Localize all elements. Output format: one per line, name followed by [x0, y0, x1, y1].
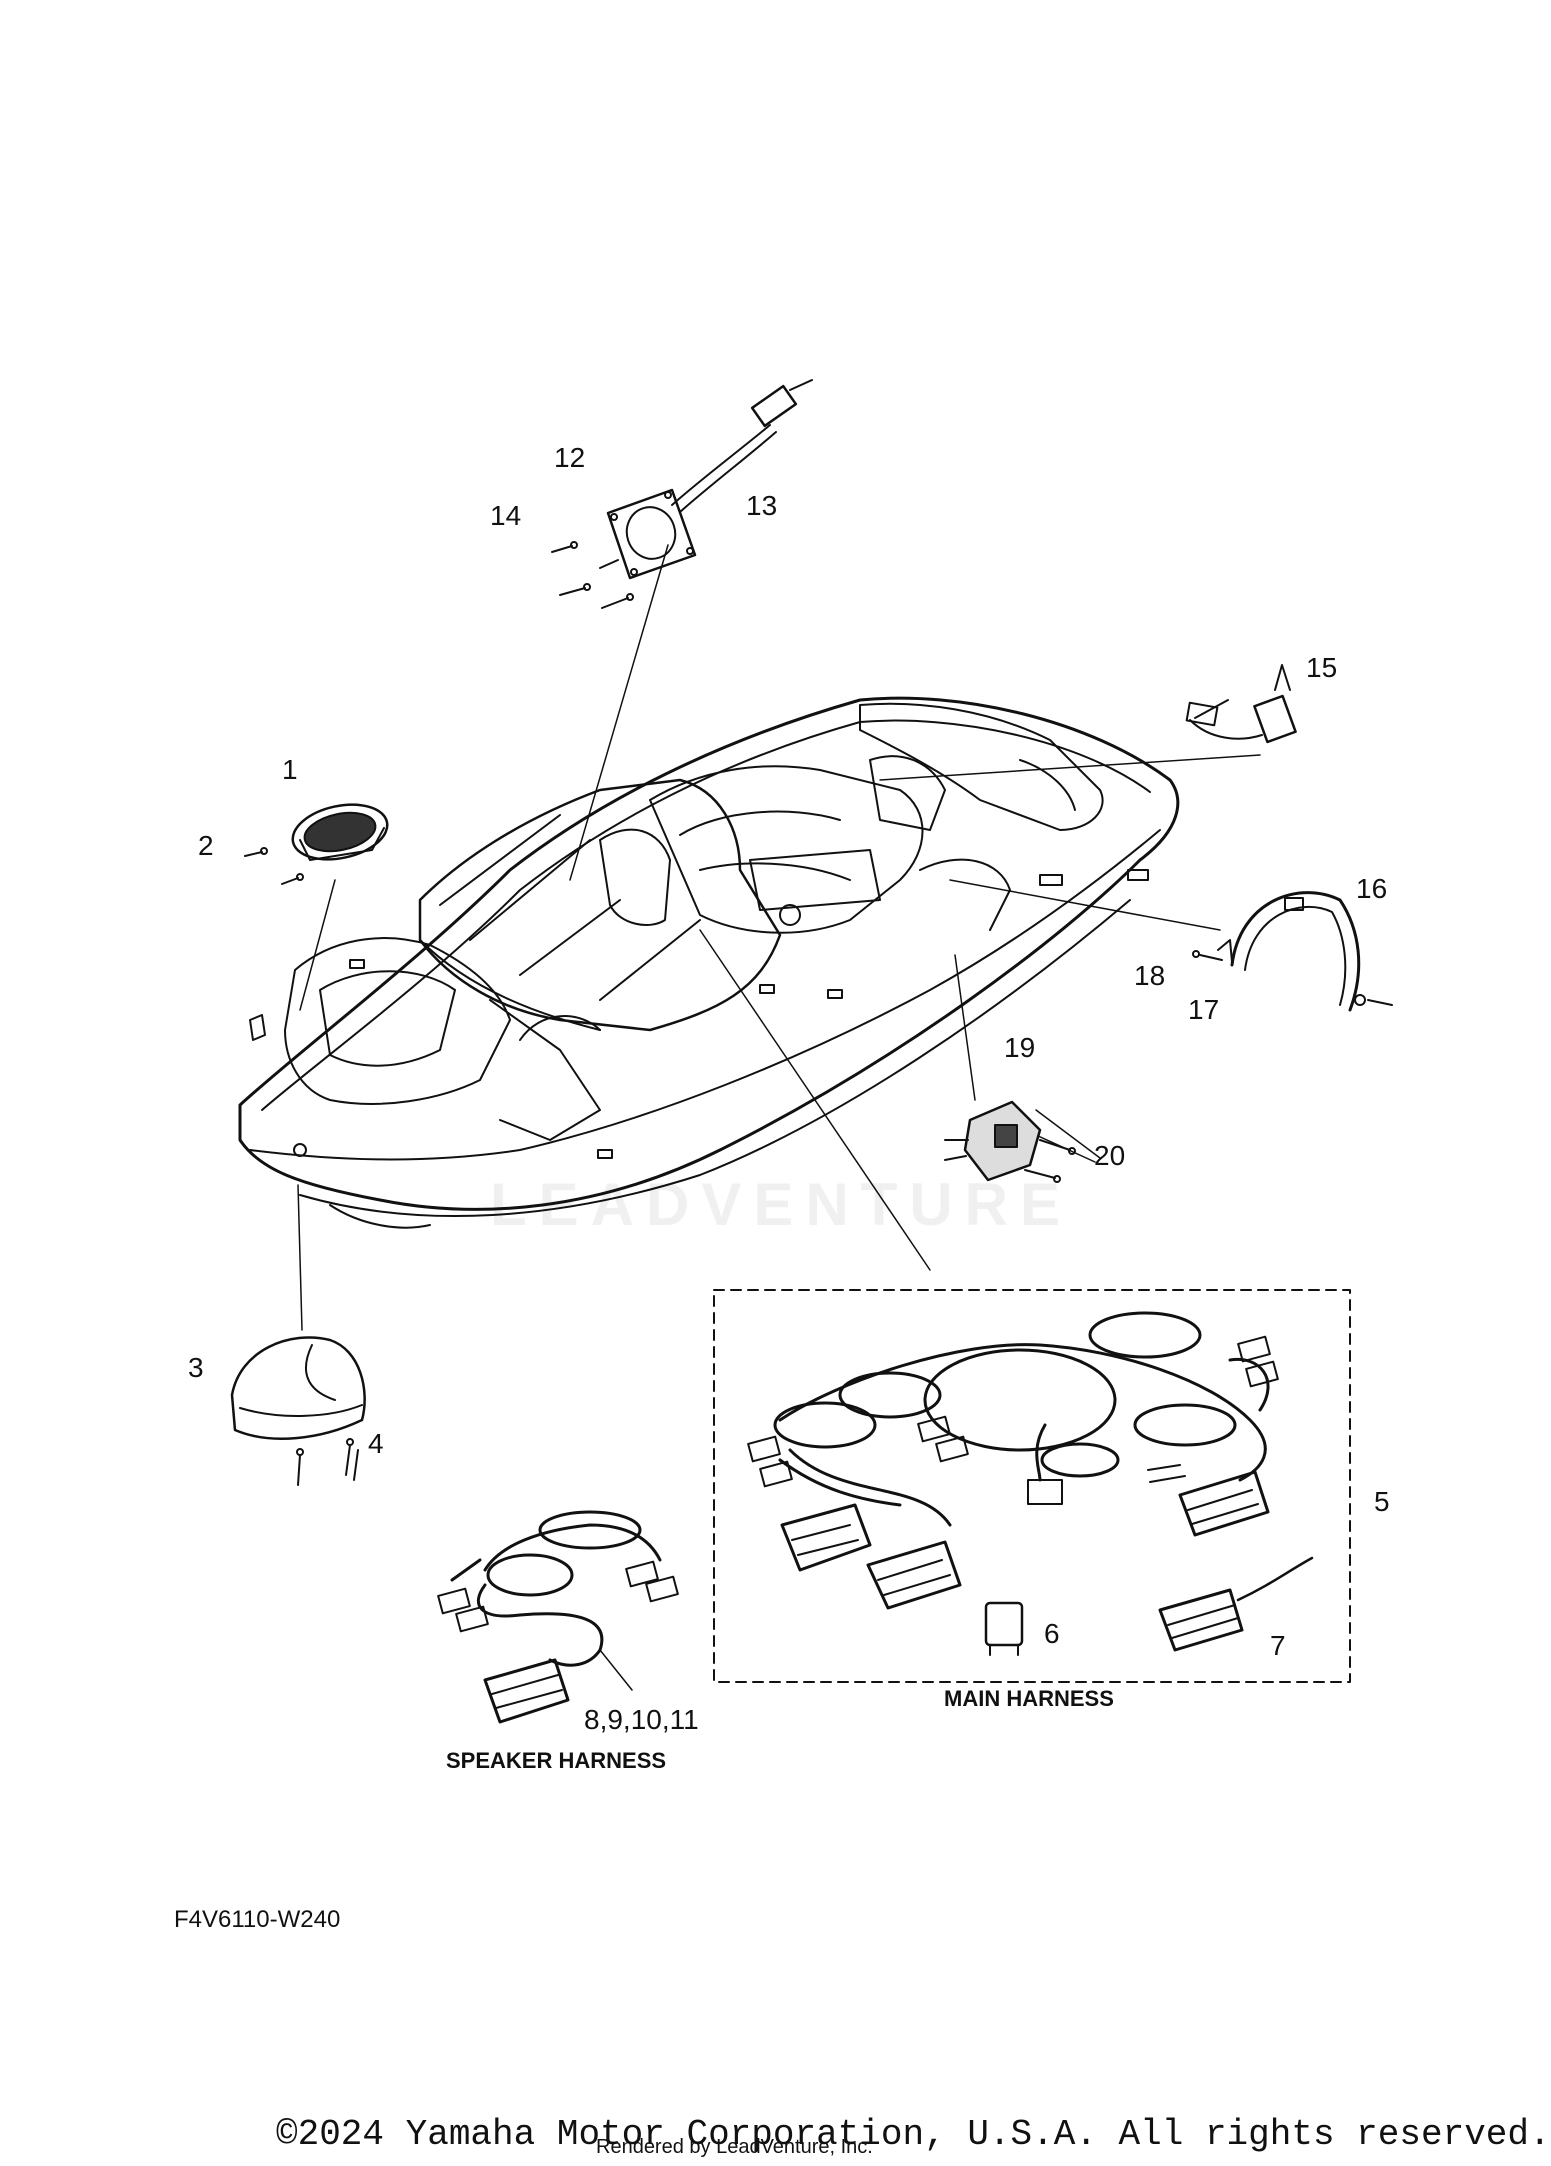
callout-4: 4	[368, 1428, 384, 1459]
callout-13: 13	[746, 490, 778, 521]
speaker-harness-caption: SPEAKER HARNESS	[446, 1748, 667, 1773]
callout-20: 20	[1094, 1140, 1126, 1171]
callout-19: 19	[1004, 1032, 1036, 1063]
callout-16: 16	[1356, 873, 1388, 904]
drawing-code: F4V6110-W240	[174, 1906, 341, 1933]
diagram-drawing	[230, 379, 1393, 1724]
callout-18: 18	[1134, 960, 1166, 991]
callout-3: 3	[188, 1352, 204, 1383]
callout-8-9-10-11: 8,9,10,11	[584, 1704, 699, 1735]
switch-part-19	[944, 1100, 1042, 1182]
main-harness-frame	[713, 1289, 1351, 1683]
speaker-ring-part-12	[606, 488, 697, 580]
callout-17: 17	[1188, 994, 1220, 1025]
callout-12: 12	[554, 442, 586, 473]
fastener-part-18	[1192, 950, 1223, 961]
rendered-by: Rendered by LeadVenture, Inc.	[596, 2136, 873, 2158]
callout-14: 14	[490, 500, 522, 531]
callout-6: 6	[1044, 1618, 1060, 1649]
speaker-harness-parts-8-11	[437, 1510, 679, 1724]
harness-lead-part-13	[671, 379, 813, 513]
main-harness-part-5	[773, 1311, 1270, 1527]
boat-hull	[238, 696, 1180, 1229]
sensor-part-15	[1185, 664, 1297, 744]
speaker-part-1	[291, 803, 389, 861]
callout-7: 7	[1270, 1630, 1286, 1661]
cover-part-3	[230, 1336, 366, 1440]
parts-diagram: LEADVENTURE	[174, 379, 1551, 2158]
copyright-notice: ©2024 Yamaha Motor Corporation, U.S.A. A…	[276, 2114, 1551, 2155]
screws-part-4	[296, 1438, 359, 1486]
callout-5: 5	[1374, 1486, 1390, 1517]
relay-part-6	[984, 1601, 1024, 1656]
screws-part-14	[551, 541, 634, 609]
screws-part-2	[244, 847, 304, 885]
callout-1: 1	[282, 754, 298, 785]
screws-part-20	[1024, 1139, 1076, 1183]
callout-15: 15	[1306, 652, 1338, 683]
main-harness-connectors	[747, 1335, 1279, 1610]
main-harness-caption: MAIN HARNESS	[944, 1686, 1114, 1711]
clip-part-17	[1217, 939, 1233, 963]
connector-part-7	[1158, 1556, 1314, 1652]
bracket-part-16	[1230, 891, 1393, 1012]
callout-2: 2	[198, 830, 214, 861]
